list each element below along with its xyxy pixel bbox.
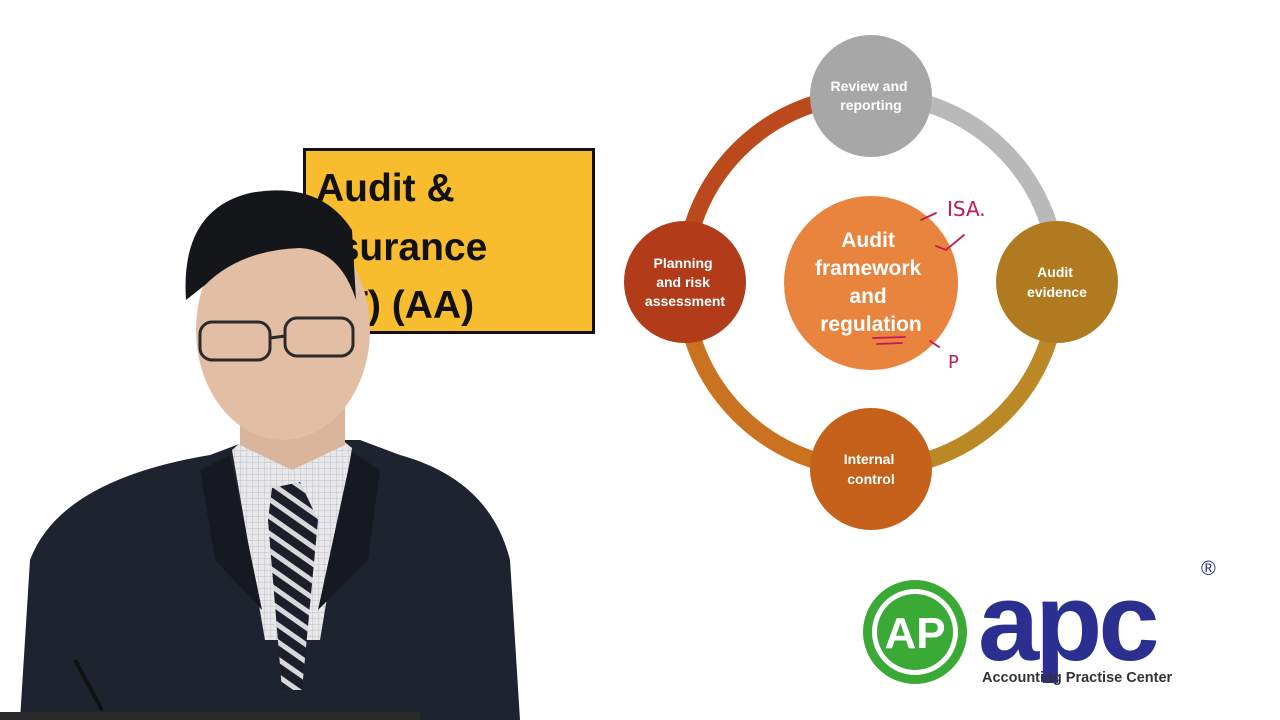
center-label-line-2: framework [815, 257, 922, 280]
node-control-line-2: control [847, 471, 894, 487]
node-review-line-1: Review and [831, 78, 908, 94]
center-label-line-4: regulation [820, 313, 922, 336]
presenter-face [196, 220, 370, 440]
glasses-icon [198, 316, 355, 362]
node-control-label: Internal control [844, 451, 898, 487]
center-node-circle [784, 196, 958, 370]
presenter-lapel-left [200, 455, 262, 610]
node-evidence-line-1: Audit [1037, 264, 1073, 280]
center-label-line-3: and [849, 285, 886, 308]
annotation-isa: ISA. [947, 197, 986, 221]
apc-logo: AP apc [863, 561, 1160, 684]
center-node-label: Audit framework and regulation [815, 229, 927, 336]
node-evidence-label: Audit evidence [1027, 264, 1087, 300]
ring-arc-review-evidence [926, 96, 1057, 227]
ring-arc-planning-review [685, 96, 816, 227]
annotation-p: P [948, 352, 959, 373]
title-line-1: Audit & [316, 167, 455, 210]
node-review-line-2: reporting [840, 97, 901, 113]
cycle-ring [685, 96, 1057, 468]
ap-circle-icon: AP [863, 580, 967, 684]
node-evidence-circle [996, 221, 1118, 343]
node-evidence: Audit evidence [996, 221, 1118, 343]
annotation-underline-2 [876, 342, 903, 345]
presenter-tie [268, 482, 318, 690]
node-planning-line-2: and risk [656, 274, 710, 290]
handwritten-annotations: ISA. P [872, 197, 986, 373]
presenter-hair [185, 190, 356, 300]
node-evidence-line-2: evidence [1027, 284, 1087, 300]
node-review-label: Review and reporting [831, 78, 912, 113]
node-review: Review and reporting [810, 35, 932, 157]
ring-arc-control-planning [685, 337, 816, 468]
node-planning-line-3: assessment [645, 293, 726, 309]
apc-wordmark: apc [978, 561, 1156, 684]
node-planning-label: Planning and risk assessment [645, 255, 726, 309]
presenter-lapel-right [318, 452, 380, 610]
center-node: Audit framework and regulation [784, 196, 958, 370]
annotation-dash-p [929, 340, 940, 348]
presenter-pen [73, 659, 104, 711]
registered-mark: ® [1201, 558, 1216, 580]
annotation-tick [935, 234, 965, 252]
center-label-line-1: Audit [841, 229, 895, 252]
node-review-circle [810, 35, 932, 157]
node-planning: Planning and risk assessment [624, 221, 746, 343]
node-planning-line-1: Planning [653, 255, 712, 271]
ap-circle-text: AP [884, 609, 945, 658]
apc-tagline: Accounting Practise Center [982, 670, 1173, 686]
node-control-line-1: Internal [844, 451, 895, 467]
annotation-dash-isa [920, 212, 937, 221]
desk-edge [0, 712, 420, 720]
annotation-underline-1 [872, 336, 906, 339]
node-control-circle [810, 408, 932, 530]
node-planning-circle [624, 221, 746, 343]
node-control: Internal control [810, 408, 932, 530]
ring-arc-evidence-control [926, 337, 1057, 468]
